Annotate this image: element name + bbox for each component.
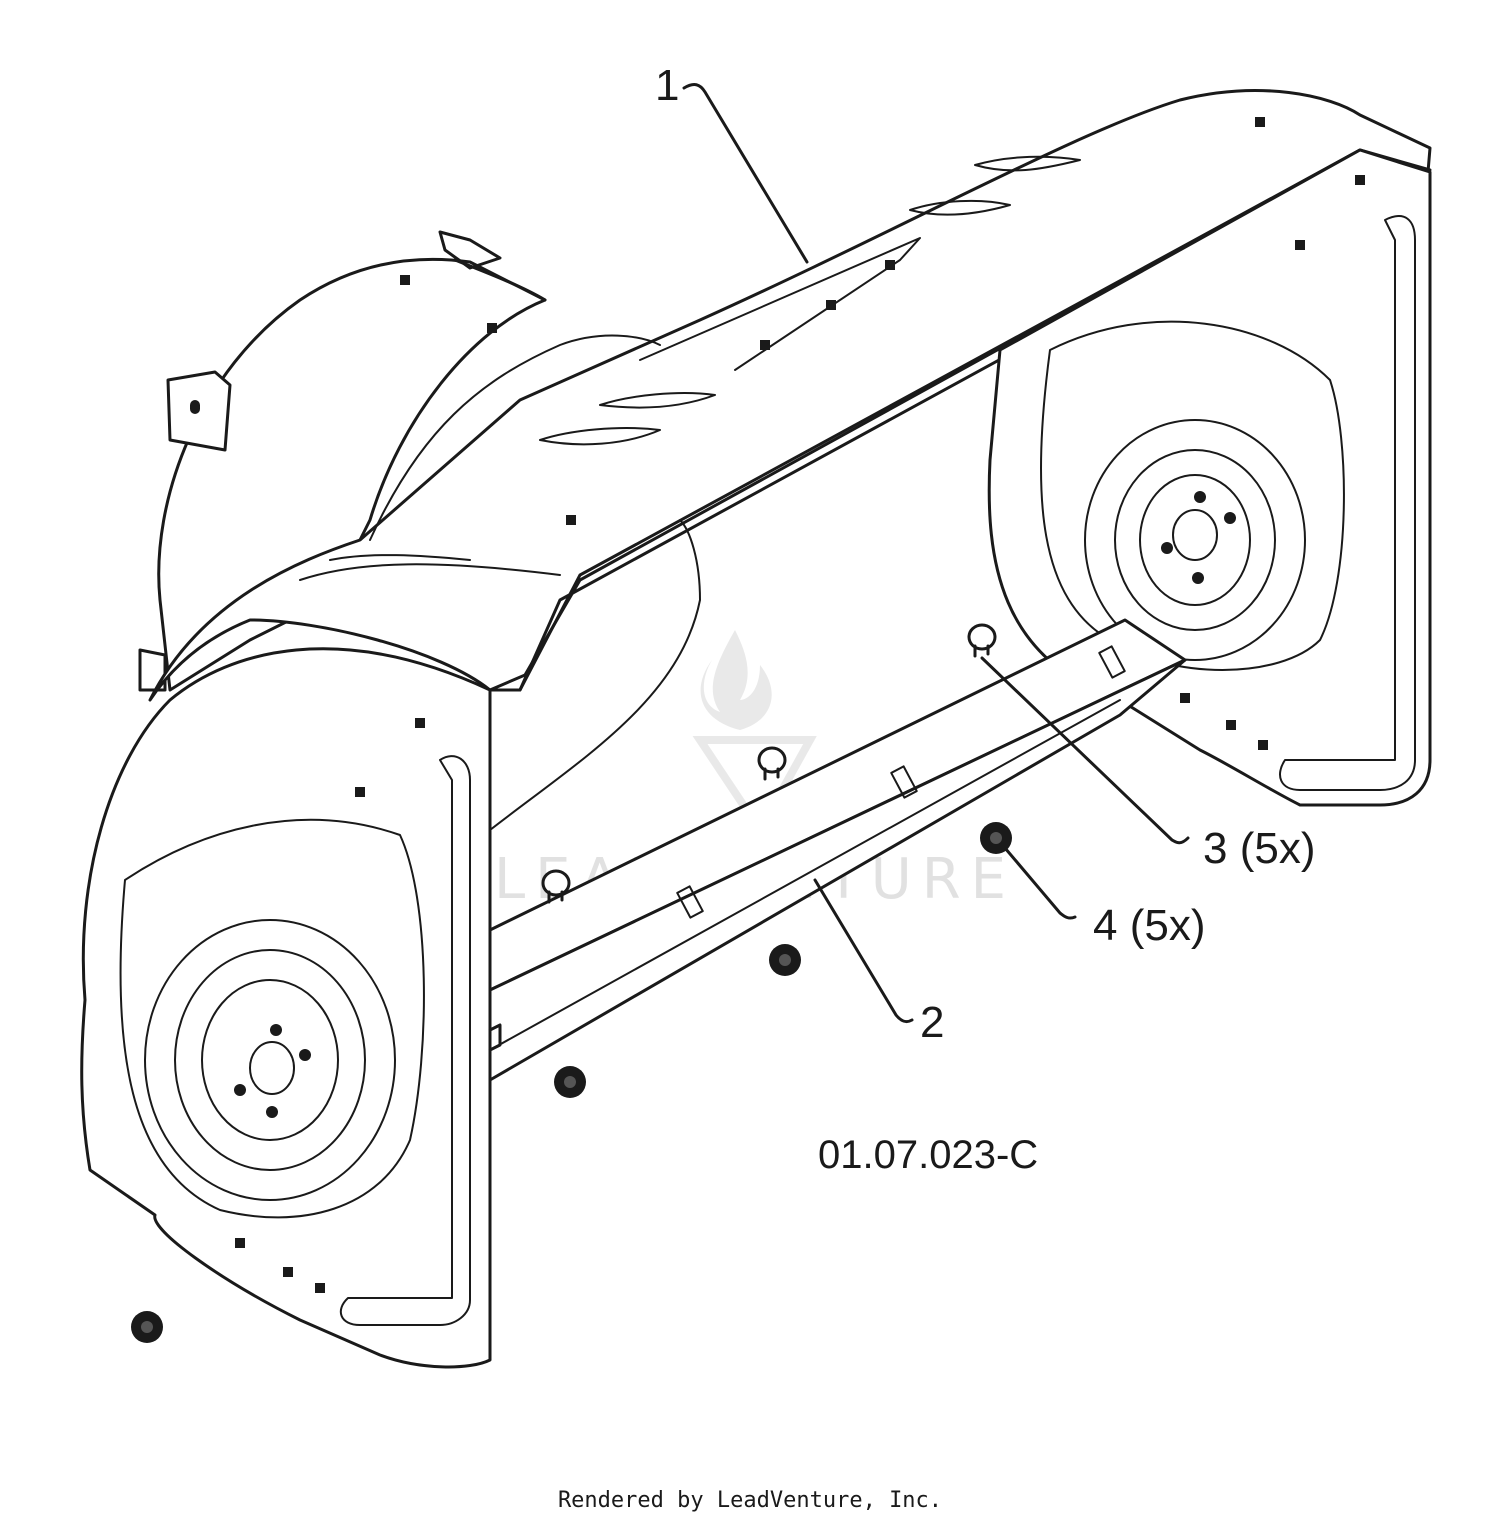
shave-plate [488,618,1187,1082]
hex-nut [980,822,1012,854]
hex-nut [554,1066,586,1098]
drawing-code: 01.07.023-C [818,1133,1038,1177]
carriage-bolts [541,623,997,904]
callout-1: 1 [655,61,679,110]
callout-3: 3 (5x) [1203,824,1315,873]
hex-nut [131,1311,163,1343]
hex-nuts [131,822,1012,1343]
left-side-plate [80,647,492,1369]
leader-lines [682,83,1190,1024]
carriage-bolt [757,746,787,781]
discharge-housing [138,230,547,692]
callout-4: 4 (5x) [1093,901,1205,950]
auger-drum [489,519,701,831]
callout-2: 2 [920,998,944,1047]
carriage-bolt [967,623,997,658]
carriage-bolt [541,869,571,904]
hex-nut [769,944,801,976]
footer-credit: Rendered by LeadVenture, Inc. [557,1488,943,1513]
